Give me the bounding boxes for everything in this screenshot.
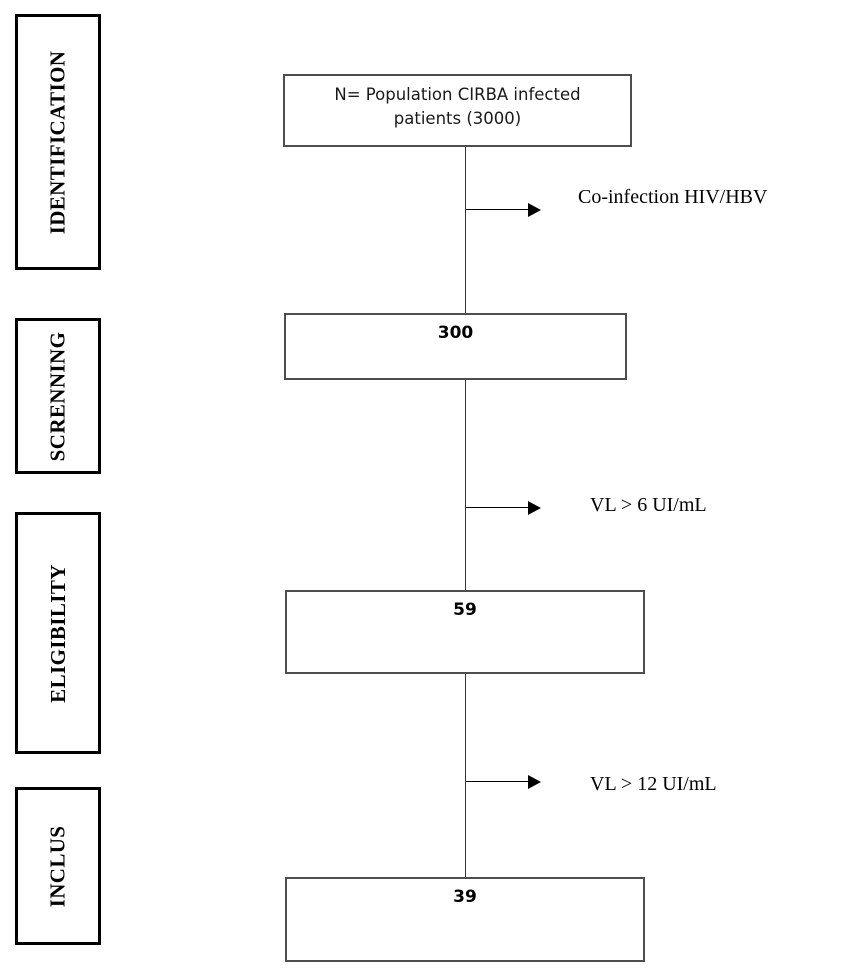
exclusion-arrow-1 — [466, 203, 542, 217]
exclusion-arrow-2-head — [528, 501, 541, 515]
stage-box-eligibility: ELIGIBILITY — [15, 512, 101, 754]
connector-screened-to-eligible — [465, 379, 466, 591]
exclusion-arrow-3-shaft — [466, 781, 528, 782]
node-included-count: 39 — [453, 887, 477, 907]
exclusion-label-2: VL > 6 UI/mL — [590, 494, 707, 516]
node-population: N= Population CIRBA infected patients (3… — [283, 74, 632, 147]
node-screened-count: 300 — [437, 323, 474, 343]
node-screened: 300 — [284, 313, 627, 380]
node-population-line1: N= Population CIRBA infected — [334, 85, 581, 104]
exclusion-label-3: VL > 12 UI/mL — [590, 773, 717, 795]
exclusion-arrow-2 — [466, 501, 542, 515]
node-included: 39 — [285, 877, 645, 962]
exclusion-arrow-2-shaft — [466, 507, 528, 508]
exclusion-label-1: Co-infection HIV/HBV — [578, 186, 768, 208]
stage-box-screnning: SCRENNING — [15, 318, 101, 474]
stage-label-screnning: SCRENNING — [45, 331, 70, 461]
exclusion-arrow-3-head — [528, 775, 541, 789]
stage-label-inclus: INCLUS — [45, 825, 70, 907]
connector-population-to-screened — [465, 146, 466, 314]
stage-label-identification: IDENTIFICATION — [45, 50, 70, 234]
stage-box-identification: IDENTIFICATION — [15, 14, 101, 270]
node-eligible-count: 59 — [453, 600, 477, 620]
exclusion-arrow-1-head — [528, 203, 541, 217]
node-eligible: 59 — [285, 590, 645, 674]
exclusion-arrow-1-shaft — [466, 209, 528, 210]
exclusion-arrow-3 — [466, 775, 542, 789]
node-population-line2: patients (3000) — [393, 108, 522, 128]
stage-box-inclus: INCLUS — [15, 787, 101, 945]
connector-eligible-to-included — [465, 673, 466, 878]
stage-label-eligibility: ELIGIBILITY — [45, 563, 70, 703]
